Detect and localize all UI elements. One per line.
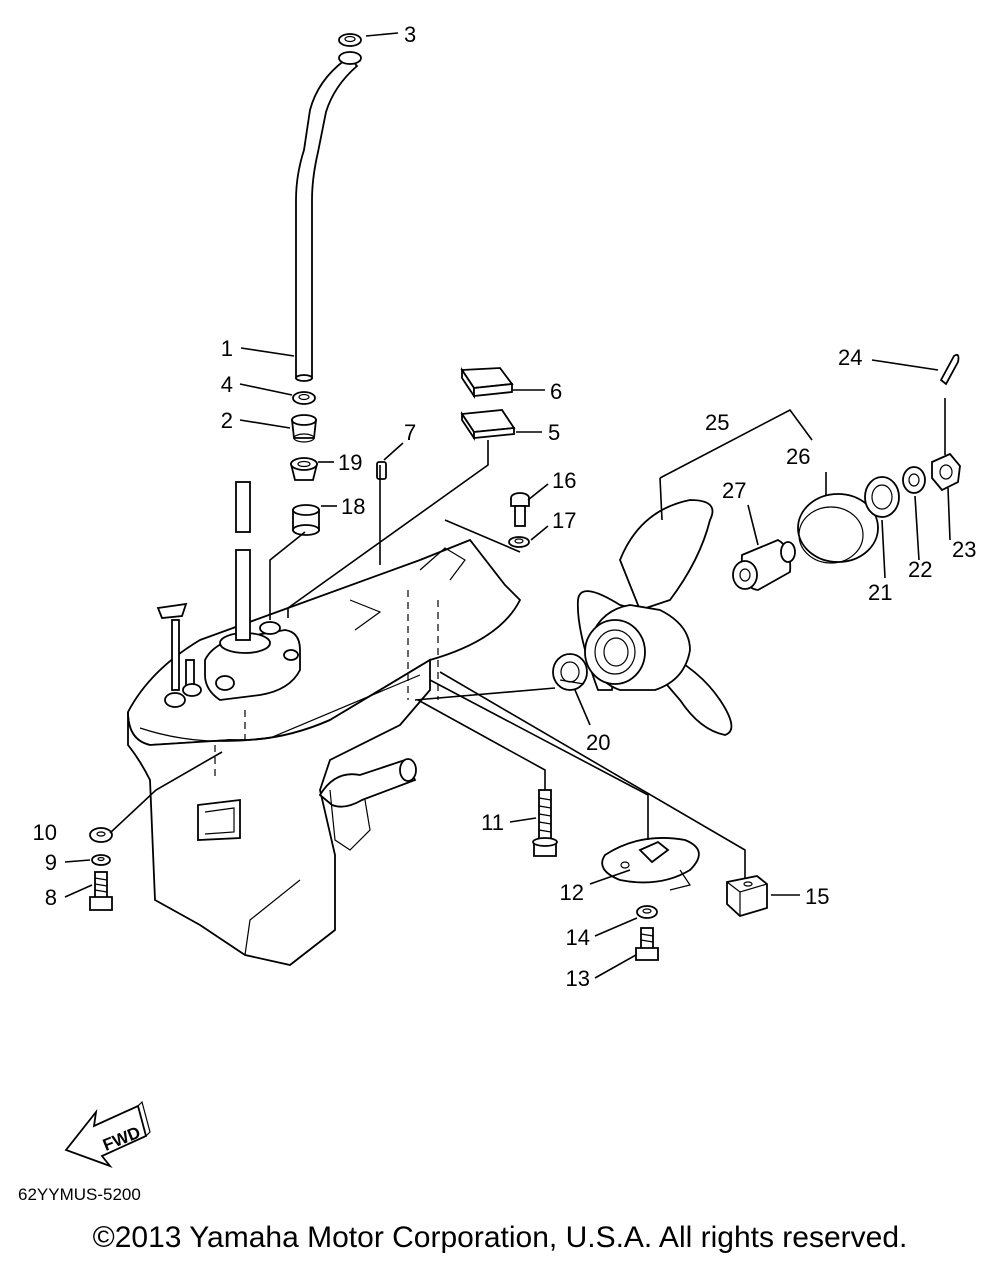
callout-15: 15 xyxy=(805,884,829,909)
trim-tab-12 xyxy=(601,837,700,891)
callout-8: 8 xyxy=(45,885,57,910)
callout-5: 5 xyxy=(548,420,560,445)
propeller-25 xyxy=(576,499,733,736)
callout-13: 13 xyxy=(566,966,590,991)
callout-12: 12 xyxy=(560,880,584,905)
bolt-8 xyxy=(89,871,113,911)
cotter-pin-24 xyxy=(939,353,960,386)
washer-21 xyxy=(864,476,900,518)
anode-15 xyxy=(726,875,768,918)
callout-25: 25 xyxy=(705,410,729,435)
callout-7: 7 xyxy=(404,420,416,445)
ring-26 xyxy=(797,493,879,564)
water-tube xyxy=(295,56,359,382)
copyright-notice: ©2013 Yamaha Motor Corporation, U.S.A. A… xyxy=(92,1221,908,1254)
callout-18: 18 xyxy=(341,494,365,519)
bolt-11 xyxy=(532,789,558,857)
callout-21: 21 xyxy=(868,580,892,605)
callout-9: 9 xyxy=(45,850,57,875)
callout-1: 1 xyxy=(221,336,233,361)
callout-20: 20 xyxy=(586,730,610,755)
grommet-2 xyxy=(290,414,318,443)
callout-19: 19 xyxy=(338,450,362,475)
washer-14 xyxy=(636,905,658,919)
callout-24: 24 xyxy=(838,345,862,370)
callout-3: 3 xyxy=(404,22,416,47)
washer-10 xyxy=(89,827,113,843)
callout-11: 11 xyxy=(481,810,504,835)
grommet-4 xyxy=(292,391,316,405)
nut-23 xyxy=(931,452,961,492)
callout-17: 17 xyxy=(552,508,576,533)
callout-16: 16 xyxy=(552,468,576,493)
callout-22: 22 xyxy=(908,557,932,582)
callout-10: 10 xyxy=(33,820,57,845)
callout-6: 6 xyxy=(550,379,562,404)
collar-18 xyxy=(292,504,320,536)
seal-19 xyxy=(289,457,319,481)
bushing-27 xyxy=(732,538,796,591)
callout-23: 23 xyxy=(952,537,976,562)
leader-lines xyxy=(64,32,951,979)
lower-casing xyxy=(127,481,522,966)
bolt-13 xyxy=(635,927,659,961)
washer-22 xyxy=(902,466,926,494)
callout-numbers: 1 2 3 4 5 6 7 8 9 10 11 12 13 14 15 16 1… xyxy=(33,22,977,991)
bolt-16 xyxy=(510,492,530,527)
callout-27: 27 xyxy=(722,478,746,503)
plate-5 xyxy=(460,409,516,441)
diagram-code: 62YYMUS-5200 xyxy=(18,1185,141,1204)
callout-26: 26 xyxy=(786,444,810,469)
callout-4: 4 xyxy=(221,372,233,397)
dowel-pin-7 xyxy=(376,461,387,480)
washer-17 xyxy=(508,536,530,548)
spacer-20 xyxy=(552,653,588,691)
callout-2: 2 xyxy=(221,408,233,433)
washer-9 xyxy=(91,854,111,866)
fwd-arrow-icon: FWD xyxy=(64,1100,151,1168)
callout-14: 14 xyxy=(566,925,590,950)
grommet-3 xyxy=(338,33,362,65)
plate-6 xyxy=(460,367,514,399)
